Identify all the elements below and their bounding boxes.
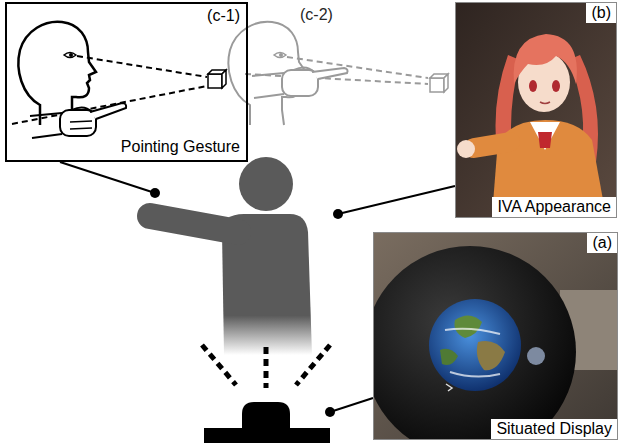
pointing-hand (30, 103, 126, 138)
moon (527, 347, 545, 365)
collar (530, 122, 560, 150)
display-image (373, 232, 618, 440)
cloud (445, 329, 500, 334)
panel-label: (c-2) (300, 6, 333, 24)
cube-face (208, 74, 222, 88)
panel-label: (b) (586, 3, 616, 23)
target-cube-grey (430, 74, 448, 92)
hand (457, 140, 475, 158)
cube-face (430, 78, 444, 92)
image-background (455, 2, 617, 218)
sleeve-line (32, 134, 62, 138)
eye (552, 80, 560, 92)
dotted-line (202, 345, 236, 385)
sleeve-line (254, 94, 284, 98)
person-arm (150, 216, 238, 232)
button-dome (242, 402, 290, 428)
target-cube (208, 70, 226, 88)
panel-label: (c-1) (207, 7, 240, 25)
leader-line (330, 398, 373, 412)
sleeve-line (252, 73, 284, 76)
sleeve-line (30, 113, 62, 116)
gaze-ray (77, 56, 207, 77)
land (477, 341, 505, 370)
image-panel: (a) Situated Display (373, 232, 618, 440)
fist (60, 110, 96, 136)
pupil (69, 53, 73, 57)
satellite (446, 384, 452, 391)
cube-side (222, 70, 226, 88)
pointing-ray (12, 86, 207, 124)
pointing-arm (474, 142, 510, 148)
eye (529, 80, 537, 92)
panel-caption: Situated Display (491, 419, 617, 439)
dotted-line (296, 345, 330, 385)
land (440, 349, 458, 365)
index-finger (312, 68, 348, 79)
leader-dot (150, 188, 160, 198)
person-head (239, 157, 293, 211)
person-figure (150, 157, 312, 355)
thumb (72, 107, 92, 112)
button-base (204, 402, 330, 443)
earth (429, 299, 521, 391)
ribbon (538, 132, 552, 148)
button-plate (204, 428, 330, 443)
mouth (540, 102, 550, 104)
pupil (279, 53, 283, 57)
leader-line (338, 186, 455, 214)
panel-label: (a) (587, 233, 617, 253)
spherical-display (373, 246, 576, 440)
cube-side (444, 74, 448, 92)
knuckle-line (70, 121, 92, 122)
leader-dot (333, 209, 343, 219)
thumb (294, 67, 314, 72)
leader-dot (325, 407, 335, 417)
dotted-line (264, 347, 269, 388)
eye (64, 53, 76, 58)
leader-lines (60, 162, 455, 417)
panel-caption: IVA Appearance (492, 197, 616, 217)
index-finger (90, 103, 126, 119)
knuckle-line (70, 128, 92, 129)
image-panel: (b) IVA Appearance (455, 2, 617, 218)
iva-image (455, 2, 617, 218)
land (454, 315, 482, 338)
panel-caption: Pointing Gesture (121, 138, 240, 156)
cloud (450, 372, 500, 377)
pointing-hand-grey (252, 67, 348, 98)
fist (282, 70, 318, 96)
hair (514, 34, 577, 84)
gesture-panel: (c-1) Pointing Gesture (5, 2, 248, 162)
eye (274, 53, 286, 58)
leader-line (60, 162, 155, 193)
signal-lines (202, 345, 330, 388)
